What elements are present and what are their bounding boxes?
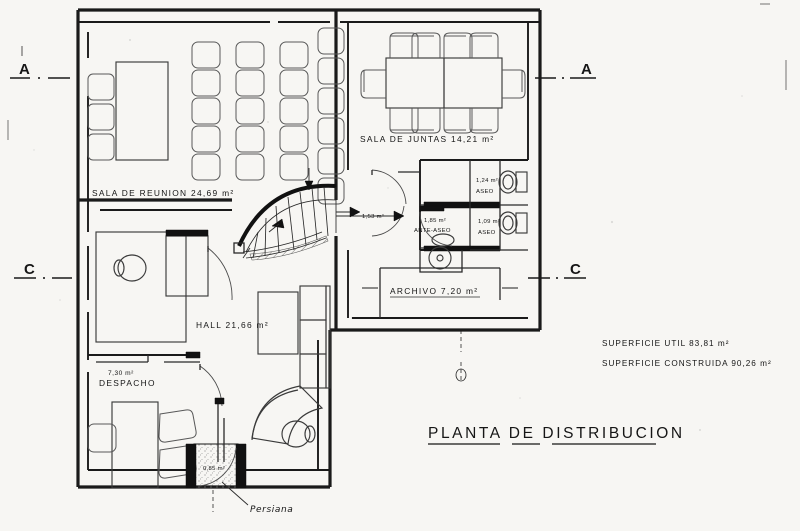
stair-nosing xyxy=(249,235,329,261)
room-label-ante-aseo: ANTE-ASEO xyxy=(414,228,451,234)
reception-chair xyxy=(281,420,311,448)
room-label-sala-juntas: SALA DE JUNTAS 14,21 m² xyxy=(360,134,494,144)
legend-line-useful: SUPERFICIE UTIL 83,81 m² xyxy=(602,339,729,348)
area-label-aseo-2: 1,09 m² xyxy=(478,219,500,225)
room-label-aseo-2: ASEO xyxy=(478,230,496,236)
stair-direction-arrows xyxy=(268,206,361,233)
misc-marks xyxy=(7,3,787,140)
section-marker-a-left: A xyxy=(10,46,70,79)
area-label-armario: 0,85 m² xyxy=(203,466,225,472)
juntas-chairs-top xyxy=(389,32,499,58)
stair-treads xyxy=(242,186,337,259)
legend-surfaces: SUPERFICIE UTIL 83,81 m² SUPERFICIE CONS… xyxy=(602,339,772,368)
stair-outer-rail xyxy=(237,183,337,247)
room-sala-reunion: SALA DE REUNION 24,69 m² xyxy=(87,27,345,205)
annotation-persiana: Persiana xyxy=(250,505,293,515)
area-label-distribuidor: 1,53 m² xyxy=(362,214,384,220)
room-sala-juntas: SALA DE JUNTAS 14,21 m² xyxy=(360,32,526,144)
room-label-hall: HALL 21,66 m² xyxy=(196,320,269,330)
hall-chair-desk xyxy=(113,254,147,282)
despacho-desk xyxy=(111,401,159,489)
room-label-aseo-1: ASEO xyxy=(476,189,494,195)
staircase xyxy=(233,183,361,261)
section-cut-lines xyxy=(212,330,467,512)
area-label-ante-aseo: 1,85 m² xyxy=(424,218,446,224)
section-label-a-left: A xyxy=(19,61,30,78)
juntas-chairs-bottom xyxy=(389,108,499,134)
persiana-jamb-left xyxy=(185,443,197,489)
despacho-chair-left xyxy=(87,423,117,453)
hall-partition-solid xyxy=(165,229,209,237)
toilet-lower xyxy=(498,211,528,235)
distribuidor: 1,53 m² xyxy=(336,169,420,237)
hall-seating-bank xyxy=(299,285,331,389)
legend-line-built: SUPERFICIE CONSTRUIDA 90,26 m² xyxy=(602,359,772,368)
section-marker-c-left: C xyxy=(14,261,72,279)
persiana-jamb-right xyxy=(235,443,247,489)
chair-column-right xyxy=(317,27,345,205)
juntas-chairs-sides xyxy=(360,69,526,99)
area-label-despacho: 7,30 m² xyxy=(108,370,134,377)
toilet-upper xyxy=(498,170,528,194)
room-label-sala-reunion: SALA DE REUNION 24,69 m² xyxy=(92,188,234,198)
armario-persiana: 0,85 m² Persiana xyxy=(185,443,293,515)
section-label-c-left: C xyxy=(24,261,35,278)
room-hall: HALL 21,66 m² xyxy=(88,229,331,462)
reception-curved-counter xyxy=(251,385,324,448)
washbasin xyxy=(431,233,455,247)
room-label-despacho: DESPACHO xyxy=(99,378,156,388)
building-outline xyxy=(76,8,542,489)
area-label-aseo-1: 1,24 m² xyxy=(476,178,498,184)
ante-aseo xyxy=(419,205,455,247)
meeting-table xyxy=(115,61,169,161)
drawing-title: PLANTA DE DISTRIBUCION xyxy=(428,425,685,442)
drawing-title-group: PLANTA DE DISTRIBUCION xyxy=(428,425,685,445)
section-label-a-right: A xyxy=(581,61,592,78)
chair-grid xyxy=(191,41,309,181)
chair-group-left xyxy=(87,73,115,161)
room-archivo: ARCHIVO 7,20 m² xyxy=(362,267,518,318)
section-label-c-right: C xyxy=(570,261,581,278)
hall-desk-large xyxy=(95,231,187,343)
hall-sofa xyxy=(257,291,299,355)
stair-newel xyxy=(233,242,245,254)
wc-block: 1,24 m² ASEO 1,09 m² ASEO 1,85 m² ANTE-A… xyxy=(414,159,528,273)
room-label-archivo: ARCHIVO 7,20 m² xyxy=(390,286,478,296)
floor-fixture xyxy=(428,246,452,270)
conference-table-right xyxy=(443,57,503,109)
